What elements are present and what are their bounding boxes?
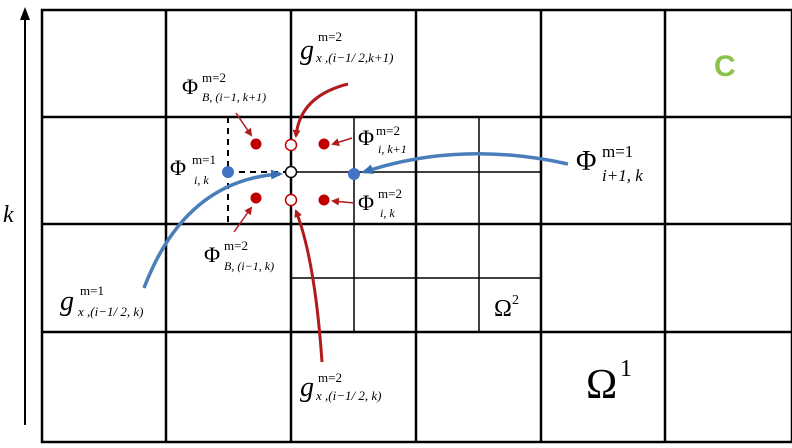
corner-label-c: C bbox=[714, 50, 736, 83]
omega1-label: Ω 1 bbox=[586, 356, 632, 408]
red-points bbox=[250, 138, 330, 206]
red-point bbox=[250, 138, 262, 150]
svg-text:Ω: Ω bbox=[586, 362, 617, 408]
ghost-cell-dashes bbox=[227, 117, 291, 224]
arrow-phi-ik1 bbox=[331, 137, 353, 147]
svg-text:Φ: Φ bbox=[358, 190, 374, 215]
svg-text:x ,(i−1/ 2,k+1): x ,(i−1/ 2,k+1) bbox=[315, 50, 393, 65]
svg-text:i, k: i, k bbox=[380, 206, 395, 220]
arrow-g-bottom bbox=[294, 209, 324, 363]
svg-text:1: 1 bbox=[620, 356, 632, 382]
arrow-phi-m1-i1k bbox=[361, 152, 569, 174]
svg-text:m=2: m=2 bbox=[318, 370, 342, 385]
label-phi-ik: Φ m=2 i, k bbox=[358, 186, 402, 220]
svg-text:g: g bbox=[60, 286, 74, 317]
svg-text:2: 2 bbox=[512, 293, 519, 308]
svg-text:i, k+1: i, k+1 bbox=[378, 142, 407, 156]
svg-text:Φ: Φ bbox=[576, 146, 596, 177]
svg-text:g: g bbox=[300, 372, 314, 403]
flux-points bbox=[284, 138, 298, 207]
label-phi-ik1: Φ m=2 i, k+1 bbox=[358, 123, 407, 156]
blue-arrows bbox=[142, 152, 569, 289]
svg-text:m=2: m=2 bbox=[376, 123, 400, 138]
svg-text:m=2: m=2 bbox=[202, 70, 226, 85]
svg-text:m=2: m=2 bbox=[378, 186, 402, 201]
flux-point-top bbox=[284, 138, 298, 152]
blue-points bbox=[222, 166, 360, 180]
svg-text:m=1: m=1 bbox=[192, 152, 216, 167]
label-phi-b-top: Φ m=2 B, (i−1, k+1) bbox=[182, 70, 266, 104]
flux-point-mid bbox=[284, 165, 298, 179]
arrow-phi-b-top bbox=[235, 112, 253, 137]
label-g-top: g m=2 x ,(i−1/ 2,k+1) bbox=[300, 29, 393, 66]
blue-point bbox=[222, 166, 234, 178]
svg-text:m=1: m=1 bbox=[602, 142, 633, 161]
svg-text:x ,(i−1/ 2, k): x ,(i−1/ 2, k) bbox=[77, 304, 143, 319]
arrow-g-top bbox=[292, 82, 349, 138]
svg-text:m=1: m=1 bbox=[80, 283, 104, 298]
svg-text:x ,(i−1/ 2, k): x ,(i−1/ 2, k) bbox=[315, 388, 381, 403]
label-phi-m1-i1k: Φ m=1 i+1, k bbox=[576, 142, 643, 185]
svg-text:Φ: Φ bbox=[182, 74, 198, 99]
red-arrows bbox=[233, 82, 355, 363]
k-axis-arrowhead bbox=[20, 7, 30, 20]
svg-text:Ω: Ω bbox=[494, 296, 512, 322]
coarse-grid bbox=[40, 8, 792, 444]
svg-text:i, k: i, k bbox=[194, 173, 209, 187]
svg-text:Φ: Φ bbox=[170, 155, 186, 180]
k-axis-label: k bbox=[3, 202, 14, 228]
svg-text:m=2: m=2 bbox=[224, 238, 248, 253]
arrow-phi-ik bbox=[331, 197, 355, 206]
svg-text:Φ: Φ bbox=[204, 242, 220, 267]
svg-text:B, (i−1, k): B, (i−1, k) bbox=[224, 259, 274, 273]
svg-text:m=2: m=2 bbox=[318, 29, 342, 44]
red-point bbox=[318, 138, 330, 150]
arrow-phi-b-bottom bbox=[233, 206, 253, 233]
label-g-m1: g m=1 x ,(i−1/ 2, k) bbox=[60, 283, 143, 319]
red-point bbox=[250, 192, 262, 204]
flux-point-bottom bbox=[284, 193, 298, 207]
red-point bbox=[318, 194, 330, 206]
svg-text:B, (i−1, k+1): B, (i−1, k+1) bbox=[202, 90, 266, 104]
svg-text:g: g bbox=[300, 35, 314, 66]
blue-point bbox=[348, 168, 360, 180]
label-g-bottom: g m=2 x ,(i−1/ 2, k) bbox=[300, 370, 381, 403]
label-phi-m1-ik: Φ m=1 i, k bbox=[170, 152, 216, 187]
svg-text:i+1, k: i+1, k bbox=[602, 166, 643, 185]
omega2-label: Ω 2 bbox=[494, 293, 519, 322]
label-phi-b-bottom: Φ m=2 B, (i−1, k) bbox=[204, 238, 274, 273]
svg-text:Φ: Φ bbox=[358, 125, 374, 150]
arrow-g-m1 bbox=[142, 169, 283, 289]
